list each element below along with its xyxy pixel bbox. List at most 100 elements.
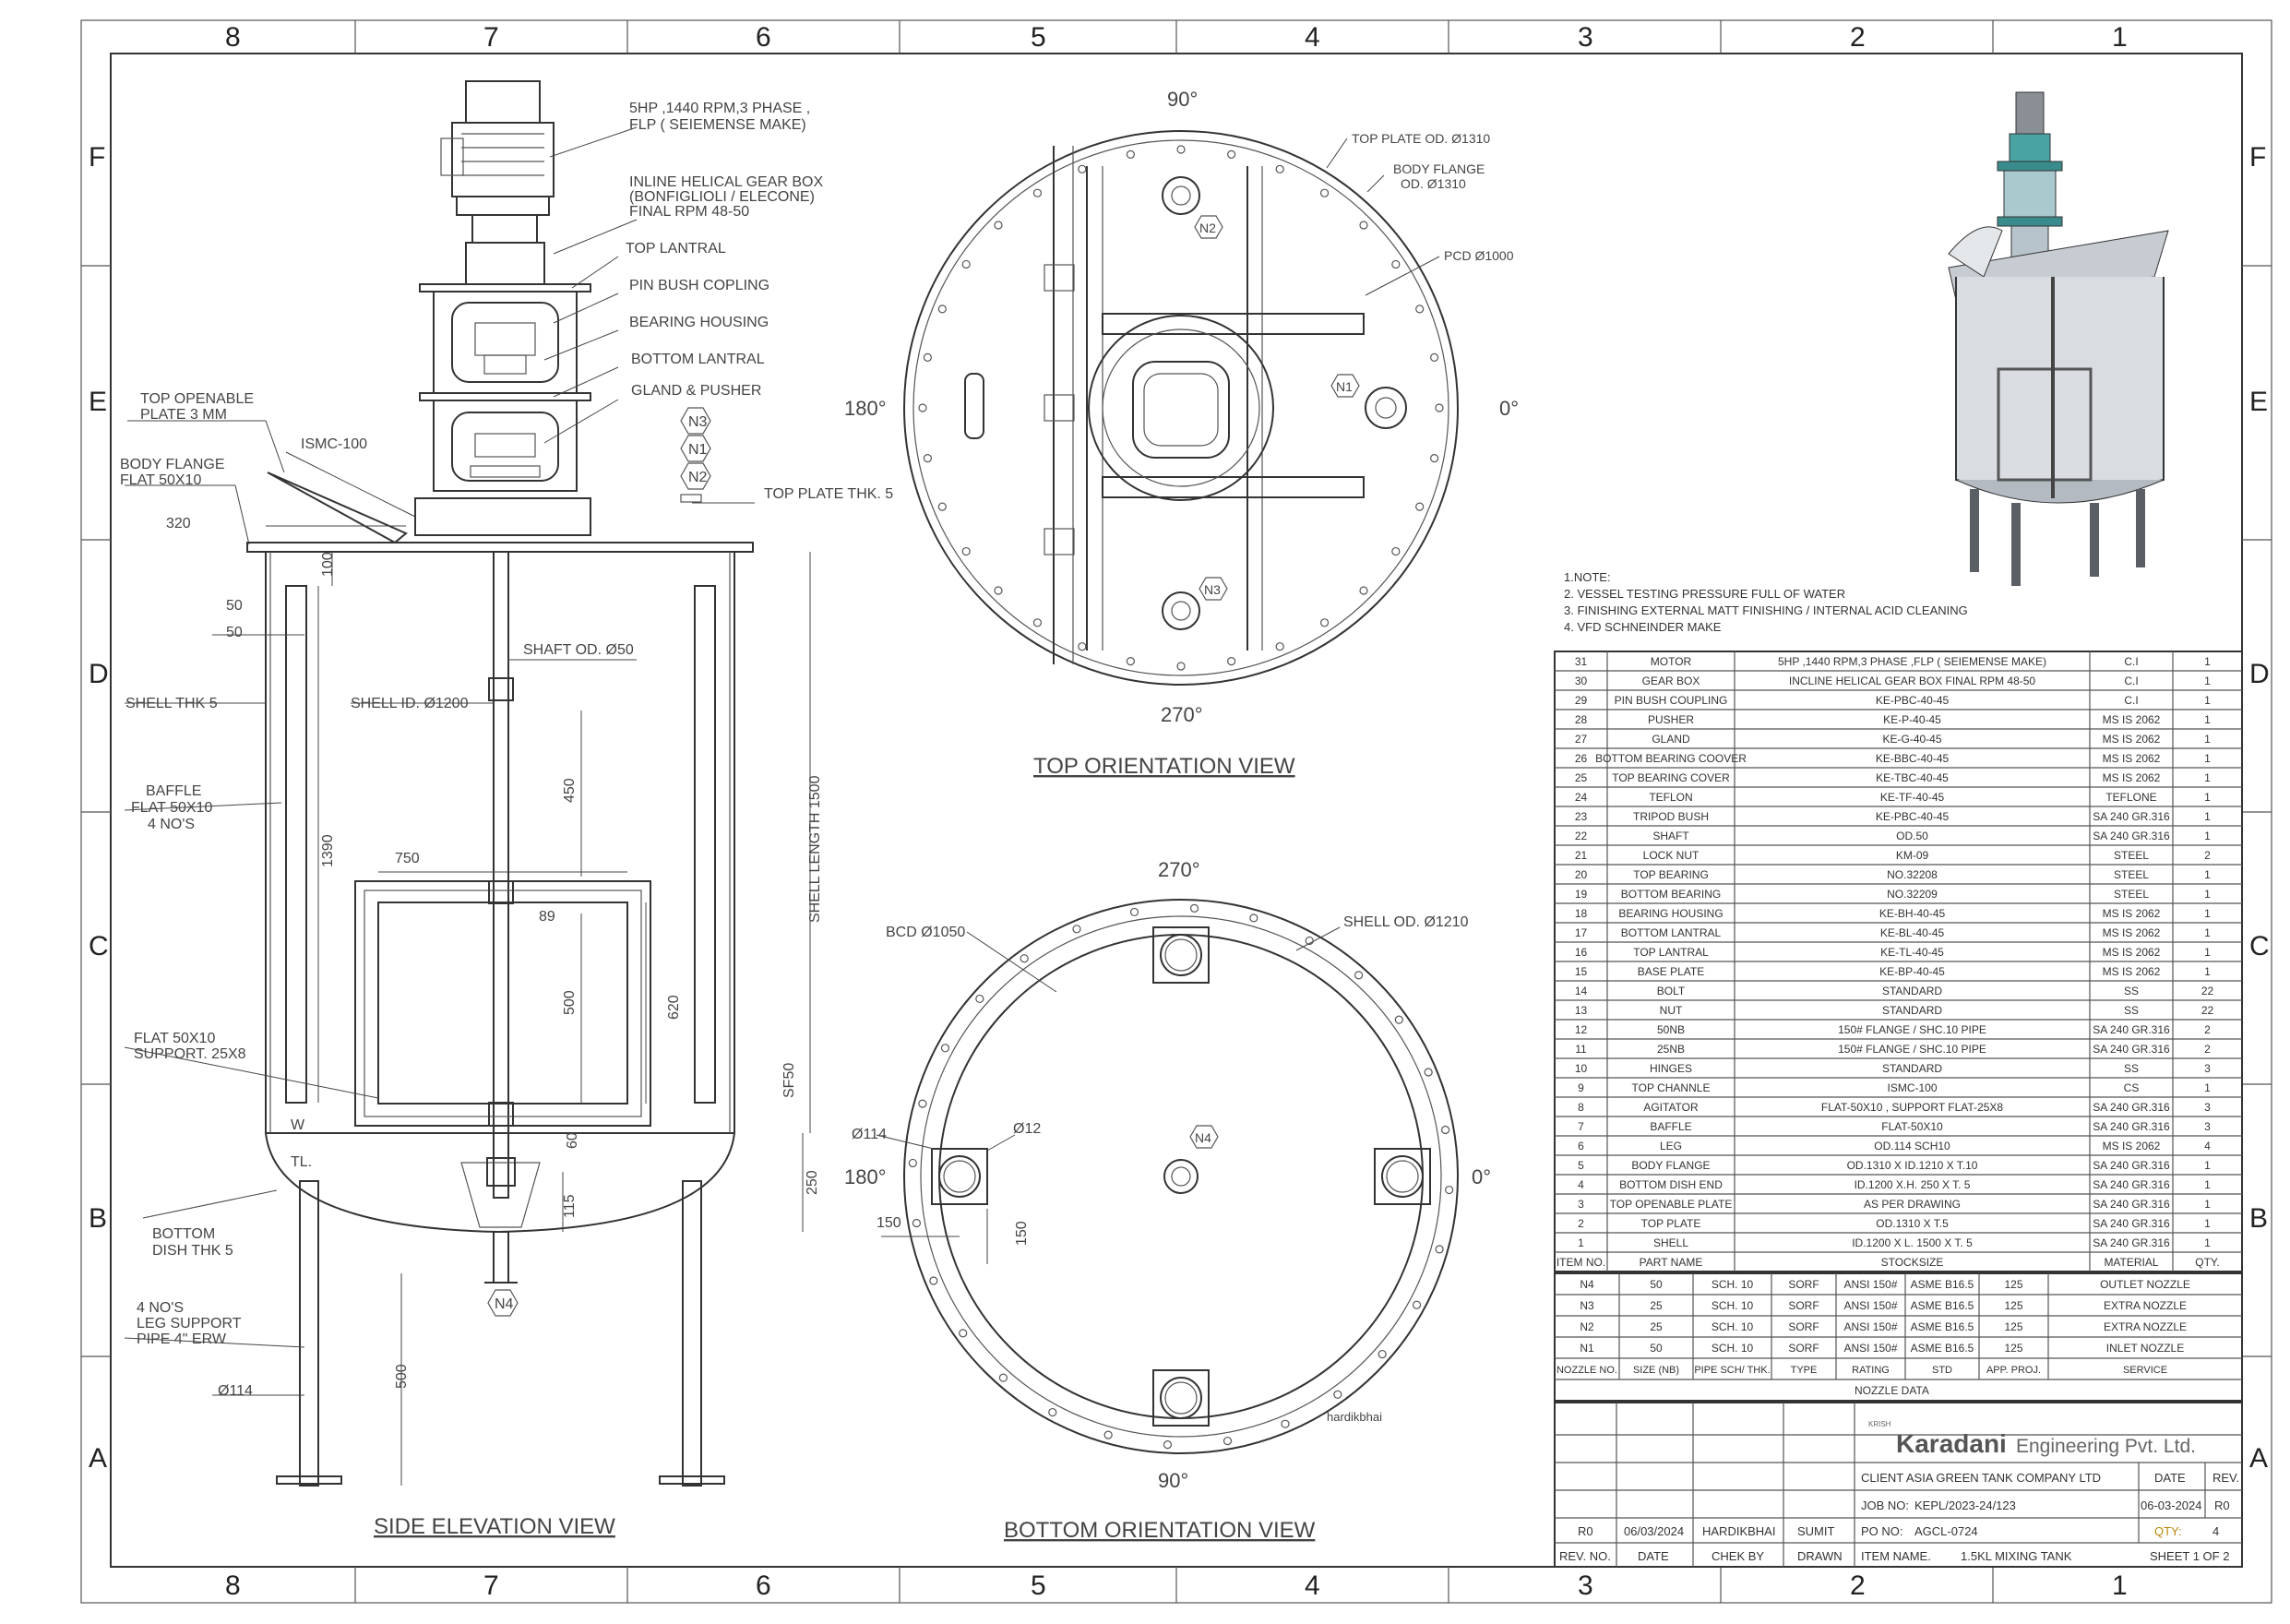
notes: 1.NOTE: 2. VESSEL TESTING PRESSURE FULL … [1564, 570, 1968, 634]
bom-cell: SA 240 GR.316 [2093, 1198, 2170, 1211]
bom-cell: 1 [2204, 888, 2211, 901]
bom-cell: OD.1310 X ID.1210 X T.10 [1847, 1159, 1978, 1172]
bottom-bolt-hole [1249, 914, 1258, 923]
callout-pcd: PCD Ø1000 [1444, 248, 1514, 263]
bottom-bolt-hole [1424, 1068, 1433, 1077]
callout-top-plate: TOP PLATE THK. 5 [764, 486, 893, 502]
callout-pad-150a: 150 [877, 1215, 901, 1231]
top-bolt-hole [937, 502, 947, 511]
top-nozzle-n1: N1 [1336, 379, 1353, 394]
bom-cell: MS IS 2062 [2103, 713, 2161, 726]
top-bolt-hole [1430, 454, 1439, 463]
client-name: CLIENT ASIA GREEN TANK COMPANY LTD [1861, 1471, 2101, 1485]
rev-row-drawn: SUMIT [1797, 1524, 1835, 1538]
bom-cell: TOP OPENABLE PLATE [1610, 1198, 1733, 1211]
bottom-lantral [419, 392, 591, 401]
top-bolt-hole [1078, 642, 1087, 651]
top-bolt-hole [1275, 642, 1284, 651]
gearbox [471, 214, 538, 244]
leg-pad-90 [1374, 1148, 1431, 1205]
bom-cell: 18 [1575, 907, 1588, 920]
bottom-bolt-hole [912, 1218, 922, 1228]
bom-cell: CS [2124, 1081, 2140, 1094]
bom-cell: MS IS 2062 [2103, 752, 2161, 765]
dim-89: 89 [539, 909, 555, 925]
bom-cell: TOP CHANNLE [1632, 1081, 1711, 1094]
zone-col-5-bottom: 5 [1031, 1570, 1046, 1601]
dim-leg-500: 500 [394, 1364, 410, 1389]
bom-cell: 1 [2204, 771, 2211, 784]
bom-cell: 3 [2204, 1062, 2211, 1075]
bom-cell: SA 240 GR.316 [2093, 810, 2170, 823]
date-label: DATE [2154, 1471, 2186, 1485]
note-2: 2. VESSEL TESTING PRESSURE FULL OF WATER [1564, 587, 1845, 601]
top-bolt-hole [1415, 304, 1425, 314]
nozzle-header: PIPE SCH/ THK. [1694, 1365, 1770, 1376]
bottom-nozzle-n4: N4 [1195, 1130, 1211, 1145]
callout-openable-1: TOP OPENABLE [140, 391, 254, 407]
top-bolt-hole [923, 352, 932, 362]
bom-cell: MS IS 2062 [2103, 733, 2161, 746]
top-bolt-hole [994, 221, 1003, 230]
agitator-shaft [493, 551, 509, 1199]
side-elevation-drawing [124, 80, 811, 1487]
w-mark: W [291, 1117, 305, 1133]
bom-cell: 16 [1575, 946, 1588, 959]
callout-pad-150b: 150 [1014, 1221, 1030, 1246]
nozzle-cell: ANSI 150# [1843, 1342, 1897, 1355]
bom-cell: 1 [2204, 1159, 2211, 1172]
bom-cell: STEEL [2114, 868, 2149, 881]
nozzle-cell: 125 [2004, 1320, 2022, 1333]
top-bolt-hole [1391, 259, 1401, 269]
bom-cell: 31 [1575, 655, 1588, 668]
top-bolt-hole [923, 454, 932, 463]
callout-shell-od: SHELL OD. Ø1210 [1343, 914, 1469, 930]
nozzle-cell: ASME B16.5 [1911, 1342, 1974, 1355]
callout-leg-3: PIPE 4" ERW [137, 1331, 227, 1347]
nozzle-cell: OUTLET NOZZLE [2100, 1278, 2190, 1291]
bom-cell: KE-BP-40-45 [1879, 965, 1945, 978]
leg-pad-180 [931, 1148, 988, 1205]
bom-cell: C.I [2124, 694, 2138, 707]
logo-small-text: KRISH [1868, 1420, 1891, 1428]
bom-cell: TEFLONE [2105, 791, 2156, 804]
top-bolt-hole [1032, 188, 1043, 197]
bom-cell: STANDARD [1882, 1004, 1942, 1017]
bom-cell: MS IS 2062 [2103, 1140, 2161, 1152]
bom-cell: SS [2124, 1004, 2139, 1017]
bom-cell: TOP LANTRAL [1633, 946, 1709, 959]
bom-cell: KM-09 [1896, 849, 1929, 862]
dim-250: 250 [805, 1170, 820, 1195]
callout-leg-1: 4 NO'S [137, 1300, 184, 1316]
nozzle-cell: SORF [1788, 1299, 1819, 1312]
nozzle-header: SERVICE [2123, 1365, 2167, 1376]
zone-col-3-top: 3 [1578, 22, 1593, 53]
top-angle-180: 180° [844, 397, 887, 420]
bom-cell: SA 240 GR.316 [2093, 1023, 2170, 1036]
nozzle-cell: INLET NOZZLE [2106, 1342, 2184, 1355]
top-bolt-hole [937, 304, 947, 314]
bom-header: STOCKSIZE [1881, 1256, 1944, 1269]
bottom-bolt-hole [1394, 1015, 1403, 1024]
zone-row-D-right: D [2249, 659, 2270, 689]
bom-cell: BODY FLANGE [1631, 1159, 1710, 1172]
top-plate [246, 542, 754, 553]
top-bolt-holes [918, 145, 1444, 671]
zone-col-8-bottom: 8 [225, 1570, 241, 1601]
rev-row-rev: R0 [1578, 1524, 1593, 1538]
bom-cell: BOLT [1657, 985, 1686, 997]
top-bolt-hole [1032, 618, 1043, 627]
bom-cell: 24 [1575, 791, 1588, 804]
bom-cell: 3 [2204, 1101, 2211, 1114]
bom-cell: 17 [1575, 926, 1588, 939]
bom-cell: 150# FLANGE / SHC.10 PIPE [1838, 1043, 1986, 1056]
nozzle-header: APP. PROJ. [1986, 1365, 2041, 1376]
bom-cell: BOTTOM BEARING COOVER [1595, 752, 1747, 765]
bottom-bolt-hole [1103, 1430, 1113, 1439]
top-openable-plate [267, 472, 408, 544]
signature-text: hardikbhai [1327, 1410, 1382, 1424]
bom-cell: MS IS 2062 [2103, 907, 2161, 920]
callout-bearing-housing: BEARING HOUSING [629, 315, 769, 330]
bom-header: MATERIAL [2104, 1256, 2158, 1269]
dim-leg-od: Ø114 [218, 1383, 253, 1399]
